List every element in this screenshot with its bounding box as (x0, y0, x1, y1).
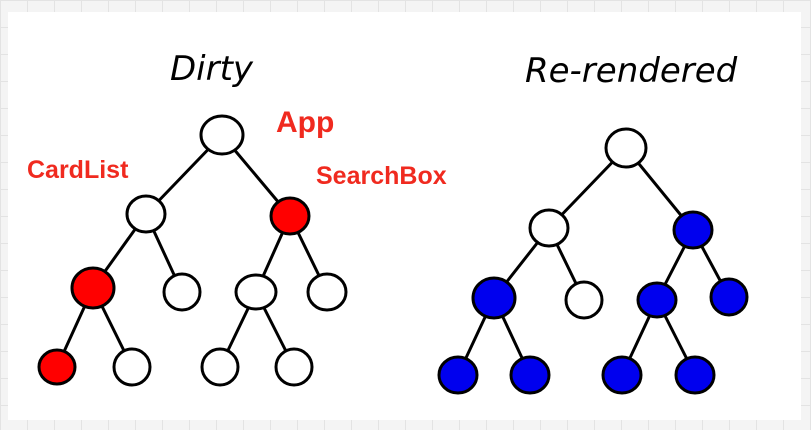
rerendered-node (709, 277, 749, 317)
dirty-title: Dirty (170, 49, 254, 89)
app-label: App (276, 106, 334, 139)
dirty-node-app (199, 114, 245, 156)
rerendered-node-searchbox (672, 210, 714, 250)
rerendered-node-left-child (528, 208, 570, 248)
dirty-tree-nodes (37, 114, 348, 387)
rerendered-tree-edges (456, 146, 731, 377)
dirty-node (274, 347, 314, 387)
rerendered-node-cardlist (471, 276, 517, 320)
searchbox-label: SearchBox (316, 162, 447, 190)
dirty-node-left-child (125, 194, 167, 234)
rerendered-node (564, 280, 604, 320)
dirty-node-leaf-red (37, 348, 77, 386)
rerendered-node (674, 355, 716, 395)
cardlist-label: CardList (27, 156, 129, 184)
dirty-node (112, 347, 152, 387)
rerendered-node (636, 281, 678, 319)
dirty-node (234, 273, 278, 311)
rerendered-node-app (604, 127, 648, 169)
dirty-node-cardlist (70, 266, 116, 310)
rerendered-node (601, 355, 643, 395)
rerendered-title: Re-rendered (525, 51, 738, 91)
dirty-node-searchbox (269, 196, 311, 236)
dirty-node (200, 347, 240, 387)
dirty-node (306, 272, 348, 312)
rerendered-node (509, 355, 551, 395)
rerendered-node (437, 355, 479, 395)
rerendered-tree-nodes (437, 127, 749, 395)
dirty-node (162, 272, 202, 312)
